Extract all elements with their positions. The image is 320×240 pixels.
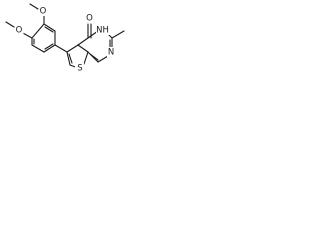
atom-labels: O O O NH N S [14, 6, 116, 74]
bond-thiophene-1 [66, 44, 79, 53]
bond-pyrim-6 [87, 51, 99, 63]
bond-methyl-c2 [111, 30, 125, 39]
bond-thiophene-2 [77, 44, 89, 53]
bond-benzene-4 [31, 44, 45, 53]
bond-thiophene-3 [83, 51, 89, 65]
atom-o-carbonyl: O [86, 14, 93, 24]
bond-benzene-inner-1 [44, 26, 54, 33]
structure-canvas: O O O NH N S [0, 0, 153, 84]
atom-n-ring: N [108, 48, 114, 58]
bond-benzene-inner-2 [44, 43, 54, 50]
bond-benzene-1 [43, 23, 56, 32]
bond-benzene-3 [43, 44, 56, 53]
bonds [5, 3, 125, 69]
bond-benzene-6 [31, 23, 45, 39]
bond-pyrim-inner [89, 53, 99, 61]
bond-pyrim-5 [97, 55, 109, 63]
bond-thiophene-5 [66, 51, 71, 66]
bond-aryl-thiophene [54, 44, 68, 53]
bond-pyrim-1 [77, 37, 89, 46]
bond-thiophene-inner [68, 53, 73, 64]
bond-methyl-top [29, 3, 39, 10]
atom-s-thiophene: S [77, 64, 82, 74]
bond-methyl-left [5, 21, 15, 28]
atom-o-methoxy-left: O [16, 26, 23, 36]
atom-nh: NH [96, 26, 109, 36]
chemical-structure: O O O NH N S [5, 3, 125, 74]
atom-o-methoxy-top: O [40, 7, 47, 17]
